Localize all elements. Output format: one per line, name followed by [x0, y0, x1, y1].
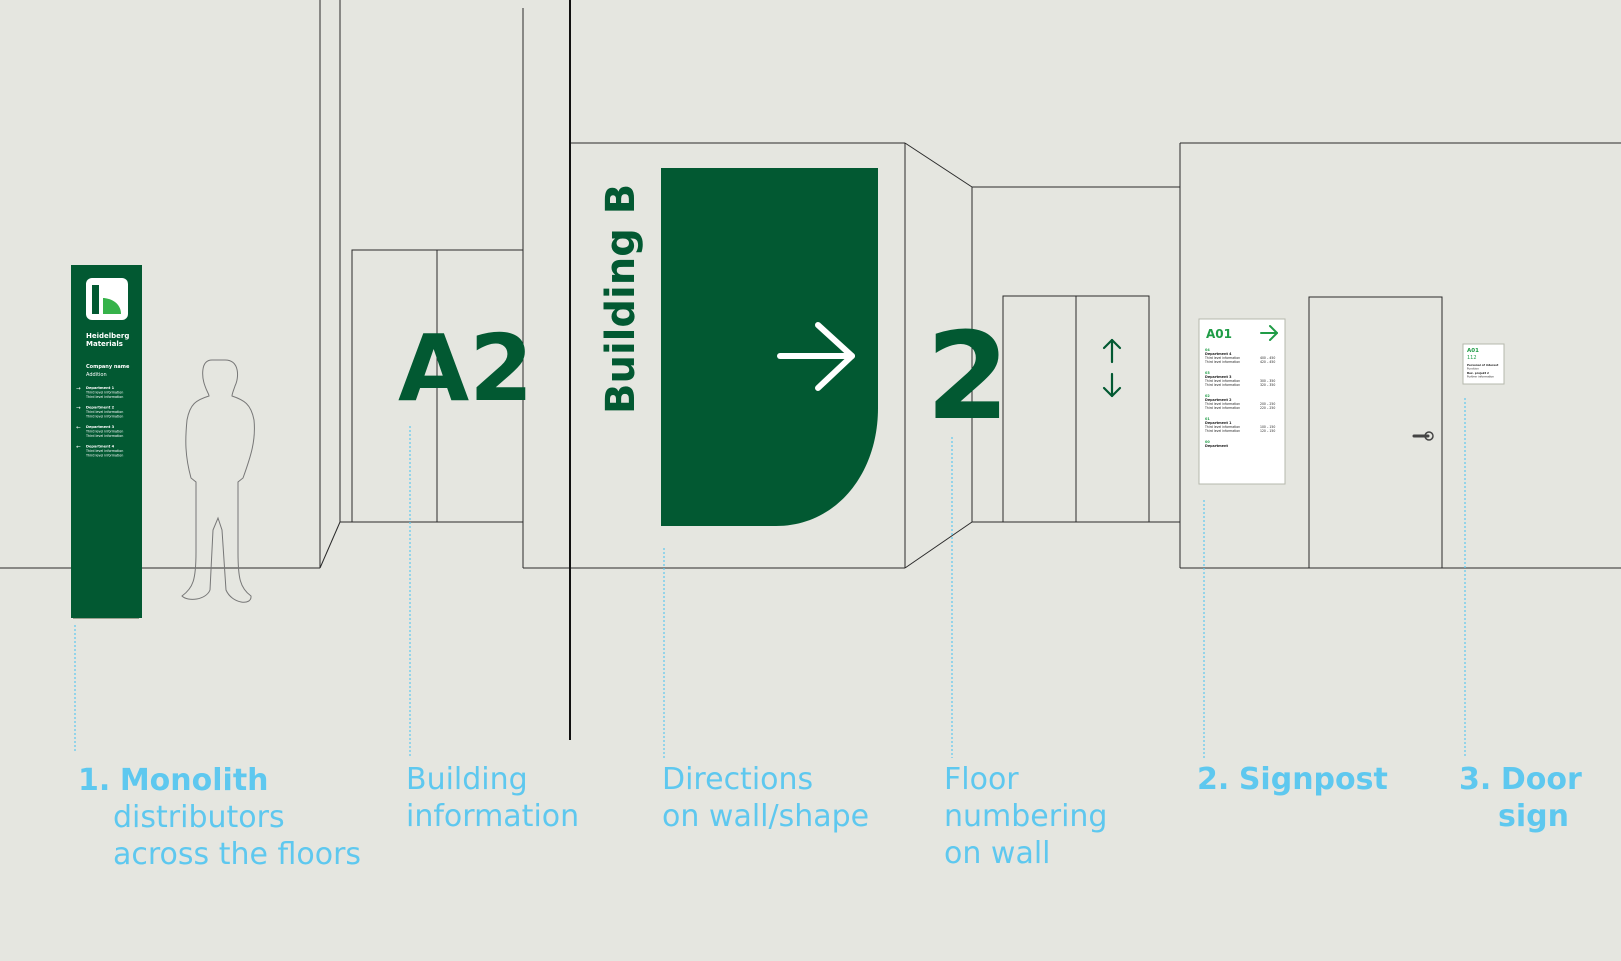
monolith-entry-dept: Department 3: [86, 425, 115, 429]
company-line1: Company name: [86, 364, 130, 370]
label-door-sign-title2: sign: [1498, 799, 1569, 834]
label-signpost-title: Signpost: [1238, 762, 1388, 797]
signpost-floor: 01: [1205, 417, 1210, 421]
signpost-floor: 03: [1205, 371, 1210, 375]
signpost-floor: 00: [1205, 440, 1210, 444]
wall-outlines: [0, 0, 1621, 569]
signpost-range: 420 – 450: [1260, 360, 1275, 364]
label-directions: Directions on wall/shape: [662, 761, 869, 835]
monolith-entry-info: Third level information: [85, 415, 123, 419]
signpost-floor: 04: [1205, 348, 1210, 352]
signpost-info: Third level information: [1204, 406, 1240, 410]
label-floor-numbering-line1: Floor: [944, 762, 1019, 797]
door-sign-line4: Further information: [1467, 375, 1494, 379]
signpost-range: 100 – 150: [1260, 425, 1275, 429]
monolith-sign: Heidelberg Materials Company name Additi…: [71, 265, 142, 619]
label-monolith-title: Monolith: [119, 763, 269, 798]
label-floor-numbering: Floor numbering on wall: [944, 761, 1107, 872]
monolith-entry-arrow: ←: [76, 445, 81, 451]
signpost-range: 300 – 350: [1260, 379, 1275, 383]
monolith-entry-arrow: →: [76, 386, 81, 392]
monolith-entry-info: Third level information: [85, 430, 123, 434]
signpost-range: 400 – 450: [1260, 356, 1275, 360]
label-building-info: Building information: [406, 761, 579, 835]
monolith-entry-dept: Department 4: [86, 445, 115, 449]
label-signpost-number: 2.: [1197, 762, 1230, 797]
monolith-entry-info: Third level information: [85, 395, 123, 399]
monolith-entry-info: Third level information: [85, 454, 123, 458]
label-directions-line1: Directions: [662, 762, 814, 797]
signpost-dept: Department 3: [1205, 375, 1232, 379]
label-directions-line2: on wall/shape: [662, 799, 870, 834]
signpost-range: 120 – 150: [1260, 429, 1275, 433]
building-name: Building B: [598, 184, 644, 414]
signpost-info: Third level information: [1204, 356, 1240, 360]
door-handle-icon: [1412, 431, 1434, 441]
door-sign-line2: Function: [1467, 367, 1479, 371]
signpost-info: Third level information: [1204, 402, 1240, 406]
monolith-entry-arrow: ←: [76, 425, 81, 431]
label-building-info-line2: information: [406, 799, 580, 834]
signpost-dept: Department: [1205, 444, 1228, 448]
monolith-entry-info: Third level information: [85, 434, 123, 438]
door-sign: A01 112 Personal of interest Function Be…: [1462, 343, 1505, 385]
signpost-range: 220 – 250: [1260, 406, 1275, 410]
signpost-range: 320 – 350: [1260, 383, 1275, 387]
signpost-info: Third level information: [1204, 360, 1240, 364]
monolith-entry-info: Third level information: [85, 449, 123, 453]
signpost-info: Third level information: [1204, 425, 1240, 429]
person-silhouette: [181, 359, 255, 603]
signpost-code: A01: [1206, 327, 1232, 341]
signpost-info: Third level information: [1204, 379, 1240, 383]
label-building-info-line1: Building: [406, 762, 528, 797]
label-monolith: 1. Monolith distributors across the floo…: [78, 762, 361, 873]
brand-line1: Heidelberg: [86, 332, 129, 340]
door-sign-code: A01: [1467, 348, 1479, 354]
company-line2: Addition: [86, 372, 107, 378]
monolith-entry-dept: Department 2: [86, 406, 115, 410]
label-signpost: 2. Signpost: [1197, 761, 1388, 798]
door-sign-line3: Bez. projekt 2: [1467, 371, 1489, 375]
door-sign-room: 112: [1467, 355, 1477, 361]
monolith-entry-arrow: →: [76, 406, 81, 412]
monolith-entry-dept: Department 1: [86, 386, 115, 390]
signpost-info: Third level information: [1204, 383, 1240, 387]
monolith-entry-info: Third level information: [85, 391, 123, 395]
label-floor-numbering-line3: on wall: [944, 836, 1051, 871]
lift-up-down-icon: [1102, 338, 1122, 398]
signpost-range: 200 – 250: [1260, 402, 1275, 406]
brand-line2: Materials: [86, 340, 123, 348]
label-door-sign-number: 3.: [1459, 762, 1492, 797]
leader-lines: [74, 398, 1466, 758]
signpost-floor: 02: [1205, 394, 1210, 398]
door-sign-line1: Personal of interest: [1467, 363, 1499, 367]
label-floor-numbering-line2: numbering: [944, 799, 1108, 834]
signpost-arrow-icon: [1260, 325, 1278, 341]
direction-arrow-icon: [777, 322, 855, 391]
monolith-entry-info: Third level information: [85, 410, 123, 414]
signpost-dept: Department 2: [1205, 398, 1232, 402]
floor-number: 2: [926, 308, 1010, 447]
label-monolith-line3: across the floors: [113, 837, 362, 872]
label-door-sign-title1: Door: [1500, 762, 1582, 797]
label-monolith-number: 1.: [78, 763, 111, 798]
building-code: A2: [398, 315, 533, 422]
signpost-dept: Department 4: [1205, 352, 1232, 356]
label-door-sign: 3. Door sign: [1459, 761, 1582, 835]
signpost-dept: Department 1: [1205, 421, 1232, 425]
signpost-info: Third level information: [1204, 429, 1240, 433]
direction-shape: [661, 168, 878, 526]
label-monolith-line2: distributors: [113, 800, 285, 835]
